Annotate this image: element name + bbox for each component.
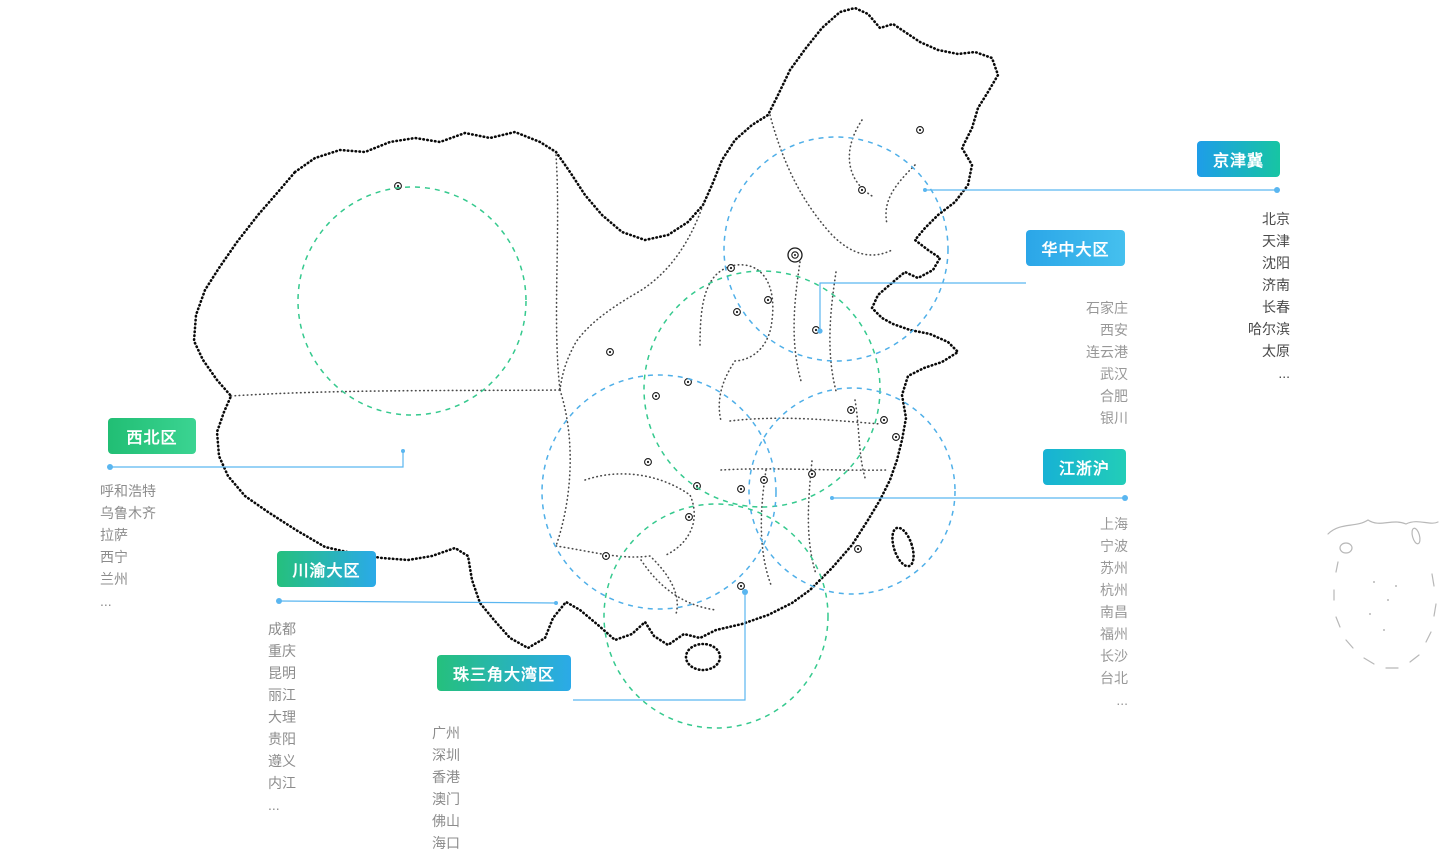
city-item: 福州 <box>1100 626 1128 642</box>
connector-huazhong <box>819 282 1026 330</box>
china-outline <box>192 6 1000 672</box>
city-marker-icon <box>644 458 652 466</box>
city-marker-icon <box>880 416 888 424</box>
city-marker-icon <box>737 582 745 590</box>
city-item: 苏州 <box>1100 560 1128 576</box>
city-item: 澳门 <box>432 791 460 807</box>
city-marker-icon <box>733 308 741 316</box>
city-item: ... <box>1116 692 1128 708</box>
city-item: 太原 <box>1262 343 1290 359</box>
capital-marker-icon <box>787 247 803 263</box>
south-china-sea-inset <box>1327 519 1439 669</box>
city-item: 连云港 <box>1086 344 1128 360</box>
city-marker-icon <box>760 476 768 484</box>
city-item: 石家庄 <box>1086 300 1128 316</box>
city-marker-icon <box>916 126 924 134</box>
city-item: 天津 <box>1262 233 1290 249</box>
city-marker-icon <box>808 470 816 478</box>
city-item: 遵义 <box>268 753 296 769</box>
city-list-zhusanjiao: 广州 深圳 香港 澳门 佛山 海口 ... <box>432 722 552 868</box>
city-markers <box>394 126 924 590</box>
city-item: 香港 <box>432 769 460 785</box>
city-marker-icon <box>727 264 735 272</box>
city-item: 宁波 <box>1100 538 1128 554</box>
city-item: 武汉 <box>1100 366 1128 382</box>
city-item: 合肥 <box>1100 388 1128 404</box>
city-item: 哈尔滨 <box>1248 321 1290 337</box>
city-item: 兰州 <box>100 571 128 587</box>
city-item: 佛山 <box>432 813 460 829</box>
city-list-jiangzhehu: 上海 宁波 苏州 杭州 南昌 福州 长沙 台北 ... <box>1000 513 1128 711</box>
city-item: 广州 <box>432 725 460 741</box>
region-circles <box>297 136 956 729</box>
city-item: ... <box>268 797 280 813</box>
city-item: 杭州 <box>1100 582 1128 598</box>
city-item: 西安 <box>1100 322 1128 338</box>
city-marker-icon <box>764 296 772 304</box>
city-marker-icon <box>685 513 693 521</box>
city-item: 贵阳 <box>268 731 296 747</box>
region-label-huazhong[interactable]: 华中大区 <box>1026 230 1125 266</box>
city-item: 呼和浩特 <box>100 483 156 499</box>
region-label-chuanyu[interactable]: 川渝大区 <box>277 551 376 587</box>
city-marker-icon <box>737 485 745 493</box>
city-item: 济南 <box>1262 277 1290 293</box>
city-item: ... <box>100 593 112 609</box>
city-marker-icon <box>652 392 660 400</box>
city-list-jingjinji: 北京 天津 沈阳 济南 长春 哈尔滨 太原 ... <box>1160 208 1290 384</box>
region-label-jiangzhehu[interactable]: 江浙沪 <box>1043 449 1126 485</box>
region-circle-huazhong <box>643 270 881 508</box>
city-item: 长春 <box>1262 299 1290 315</box>
city-item: 成都 <box>268 621 296 637</box>
city-item: 西宁 <box>100 549 128 565</box>
city-marker-icon <box>602 552 610 560</box>
city-list-xibei: 呼和浩特 乌鲁木齐 拉萨 西宁 兰州 ... <box>100 480 230 612</box>
region-circle-xibei <box>297 186 527 416</box>
city-item: 海口 <box>432 835 460 851</box>
region-circle-zhusanjiao <box>603 503 829 729</box>
region-label-zhusanjiao[interactable]: 珠三角大湾区 <box>437 655 571 691</box>
city-item: 昆明 <box>268 665 296 681</box>
province-borders <box>230 114 916 615</box>
city-marker-icon <box>892 433 900 441</box>
region-circle-jiangzhehu <box>748 387 956 595</box>
city-item: 深圳 <box>432 747 460 763</box>
city-item: 重庆 <box>268 643 296 659</box>
region-circle-chuanyu <box>541 374 777 610</box>
city-item: 北京 <box>1262 211 1290 227</box>
city-marker-icon <box>847 406 855 414</box>
city-list-chuanyu: 成都 重庆 昆明 丽江 大理 贵阳 遵义 内江 ... <box>268 618 388 816</box>
city-item: 上海 <box>1100 516 1128 532</box>
city-item: 长沙 <box>1100 648 1128 664</box>
region-circle-jingjinji <box>723 136 949 362</box>
city-item: 大理 <box>268 709 296 725</box>
region-label-jingjinji[interactable]: 京津冀 <box>1197 141 1280 177</box>
city-item: 乌鲁木齐 <box>100 505 156 521</box>
region-label-xibei[interactable]: 西北区 <box>108 418 196 454</box>
city-item: 台北 <box>1100 670 1128 686</box>
city-item: ... <box>432 857 444 868</box>
city-list-huazhong: 石家庄 西安 连云港 武汉 合肥 银川 <box>1000 297 1128 429</box>
city-item: 南昌 <box>1100 604 1128 620</box>
city-marker-icon <box>606 348 614 356</box>
connector-chuanyu <box>278 600 557 604</box>
city-item: 拉萨 <box>100 527 128 543</box>
city-item: 沈阳 <box>1262 255 1290 271</box>
city-item: 丽江 <box>268 687 296 703</box>
connector-zhusanjiao <box>573 592 746 701</box>
connector-lines <box>107 187 1280 701</box>
city-item: 内江 <box>268 775 296 791</box>
city-item: 银川 <box>1100 410 1128 426</box>
connector-xibei <box>110 451 404 468</box>
city-marker-icon <box>858 186 866 194</box>
city-item: ... <box>1278 365 1290 381</box>
city-marker-icon <box>854 545 862 553</box>
